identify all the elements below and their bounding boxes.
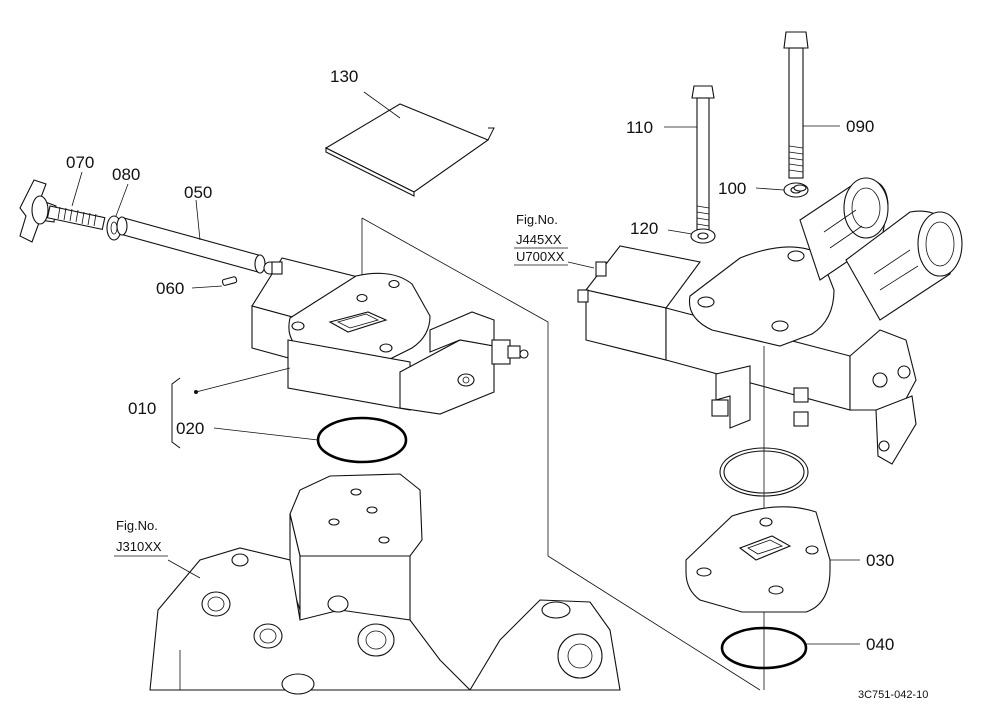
adapter-plate-030 bbox=[685, 506, 860, 613]
label-120: 120 bbox=[630, 219, 658, 238]
part-labels: 130 110 090 070 080 050 100 120 060 010 … bbox=[66, 67, 894, 654]
long-bolt-110 bbox=[664, 85, 715, 237]
fig-ref-right-line1: J445XX bbox=[516, 232, 562, 247]
handle-bolt-070 bbox=[19, 179, 106, 243]
label-070: 070 bbox=[66, 153, 94, 172]
pin-060 bbox=[221, 276, 238, 286]
label-110: 110 bbox=[626, 118, 653, 137]
control-valve-assembly-j445xx bbox=[577, 177, 963, 465]
fig-ref-right-line2: U700XX bbox=[516, 249, 565, 264]
tube-050 bbox=[116, 216, 277, 275]
label-050: 050 bbox=[184, 183, 212, 202]
lower-housing-j310xx bbox=[149, 473, 621, 695]
long-bolt-090 bbox=[783, 31, 840, 179]
assembly-bracket-010-020 bbox=[171, 367, 291, 449]
o-ring-020 bbox=[213, 416, 408, 464]
fig-ref-left-line1: J310XX bbox=[116, 539, 162, 554]
washer-120 bbox=[667, 228, 716, 244]
label-130: 130 bbox=[330, 67, 358, 86]
o-ring-040 bbox=[720, 626, 860, 670]
fig-ref-left-label: Fig.No. bbox=[116, 518, 158, 533]
label-020: 020 bbox=[176, 419, 204, 438]
label-080: 080 bbox=[112, 165, 140, 184]
label-100: 100 bbox=[718, 179, 746, 198]
label-090: 090 bbox=[846, 117, 874, 136]
label-030: 030 bbox=[866, 551, 894, 570]
figure-ref-left: Fig.No. J310XX bbox=[114, 518, 168, 557]
label-060: 060 bbox=[156, 279, 184, 298]
valve-body-010 bbox=[251, 257, 529, 415]
label-010: 010 bbox=[128, 399, 156, 418]
fig-ref-right-label: Fig.No. bbox=[516, 212, 558, 227]
drawing-code: 3C751-042-10 bbox=[858, 689, 928, 701]
label-040: 040 bbox=[866, 635, 894, 654]
figure-ref-right: Fig.No. J445XX U700XX bbox=[514, 212, 568, 266]
o-ring-upper-thin bbox=[719, 447, 809, 497]
gasket-sheet-130 bbox=[324, 103, 495, 197]
